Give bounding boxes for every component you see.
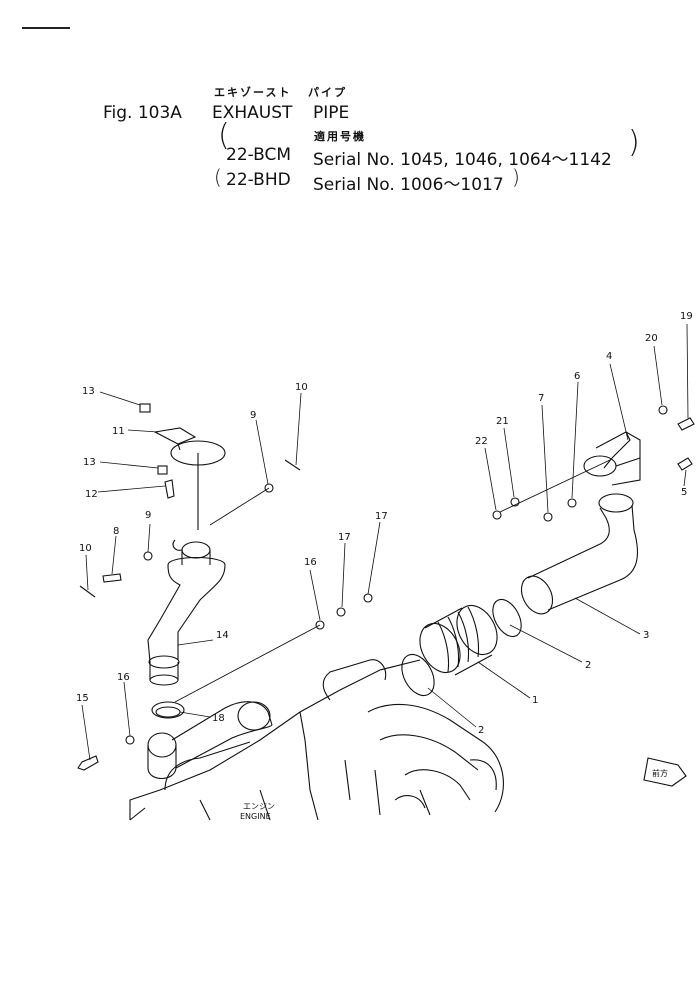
callout-2-lower: 2 (478, 725, 484, 736)
callout-6: 6 (574, 371, 580, 382)
bracket-4 (583, 431, 641, 486)
callout-5: 5 (681, 487, 687, 498)
engine-block (129, 659, 504, 821)
callout-9-lower: 9 (145, 510, 151, 521)
part-10-cotter-lower (79, 585, 96, 598)
paren-close-2: ) (512, 165, 520, 189)
callout-16-upper: 16 (304, 557, 317, 568)
part-13-upper (139, 403, 151, 413)
forward-label: 前方 (652, 768, 668, 778)
callout-20: 20 (645, 333, 658, 344)
model-22bcm: 22-BCM (226, 145, 292, 165)
callout-18: 18 (212, 713, 225, 724)
callout-8: 8 (113, 526, 119, 537)
part-13-lower (157, 465, 168, 475)
paren-close-1: ) (628, 125, 640, 160)
title-jp-exhaust: エキゾースト (214, 86, 292, 99)
figure-number: Fig. 103A (103, 103, 182, 123)
stack-pipe-14 (147, 539, 226, 686)
washer-21 (510, 497, 520, 507)
rain-cap-11 (153, 427, 226, 530)
title-jp-serial: 適用号機 (314, 130, 366, 143)
washer-20 (658, 405, 668, 415)
callout-16-lower: 16 (117, 672, 130, 683)
serial-range-2: Serial No. 1006～1017 (313, 175, 504, 195)
model-22bhd: 22-BHD (226, 170, 291, 190)
callout-15: 15 (76, 693, 89, 704)
callout-10-lower: 10 (79, 543, 92, 554)
clamp-18 (151, 701, 185, 719)
part-12-bolt (164, 479, 175, 499)
callout-2-upper: 2 (585, 660, 591, 671)
bolt-15 (77, 755, 99, 771)
callout-4: 4 (606, 351, 612, 362)
washer-7 (543, 512, 553, 522)
callout-22: 22 (475, 436, 488, 447)
callout-11: 11 (112, 426, 125, 437)
part-10-cotter-upper (284, 459, 301, 471)
nut-22 (492, 510, 502, 520)
top-rule (22, 27, 70, 29)
hose-clamp-2-upper (492, 598, 522, 638)
engine-label-jp: エンジン (243, 802, 275, 811)
hose-clamp-2-lower (401, 653, 435, 697)
bellows-1 (419, 604, 498, 676)
muffler-body (147, 701, 273, 780)
washer-16-lower (125, 735, 135, 745)
callout-13-upper: 13 (82, 386, 95, 397)
lock-washer-17-a (336, 607, 346, 617)
paren-open-2: ( (214, 165, 222, 189)
title-exhaust: EXHAUST (212, 103, 293, 123)
serial-range-1: Serial No. 1045, 1046, 1064～1142 (313, 150, 612, 170)
bolt-19 (677, 417, 695, 431)
callout-17-left: 17 (338, 532, 351, 543)
callout-14: 14 (216, 630, 229, 641)
nut-6 (567, 498, 577, 508)
callout-9-upper: 9 (250, 410, 256, 421)
callout-21: 21 (496, 416, 509, 427)
engine-label: ENGINE (240, 812, 271, 821)
callout-10-upper: 10 (295, 382, 308, 393)
elbow-pipe-3 (520, 493, 639, 615)
forward-arrow-icon (643, 757, 687, 787)
lock-washer-17-b (363, 593, 373, 603)
callout-7: 7 (538, 393, 544, 404)
bolt-5 (677, 457, 693, 471)
part-8-pin (102, 573, 122, 583)
title-pipe: PIPE (313, 103, 350, 123)
washer-16-upper (315, 620, 325, 630)
part-9-nut-upper (264, 483, 274, 493)
part-9-nut-lower (143, 551, 153, 561)
callout-17-right: 17 (375, 511, 388, 522)
callout-12: 12 (85, 489, 98, 500)
callout-1: 1 (532, 695, 538, 706)
paren-open-1: ( (218, 118, 230, 153)
callout-19: 19 (680, 311, 693, 322)
title-jp-pipe: パイプ (308, 86, 347, 99)
callout-13-lower: 13 (83, 457, 96, 468)
callout-3: 3 (643, 630, 649, 641)
